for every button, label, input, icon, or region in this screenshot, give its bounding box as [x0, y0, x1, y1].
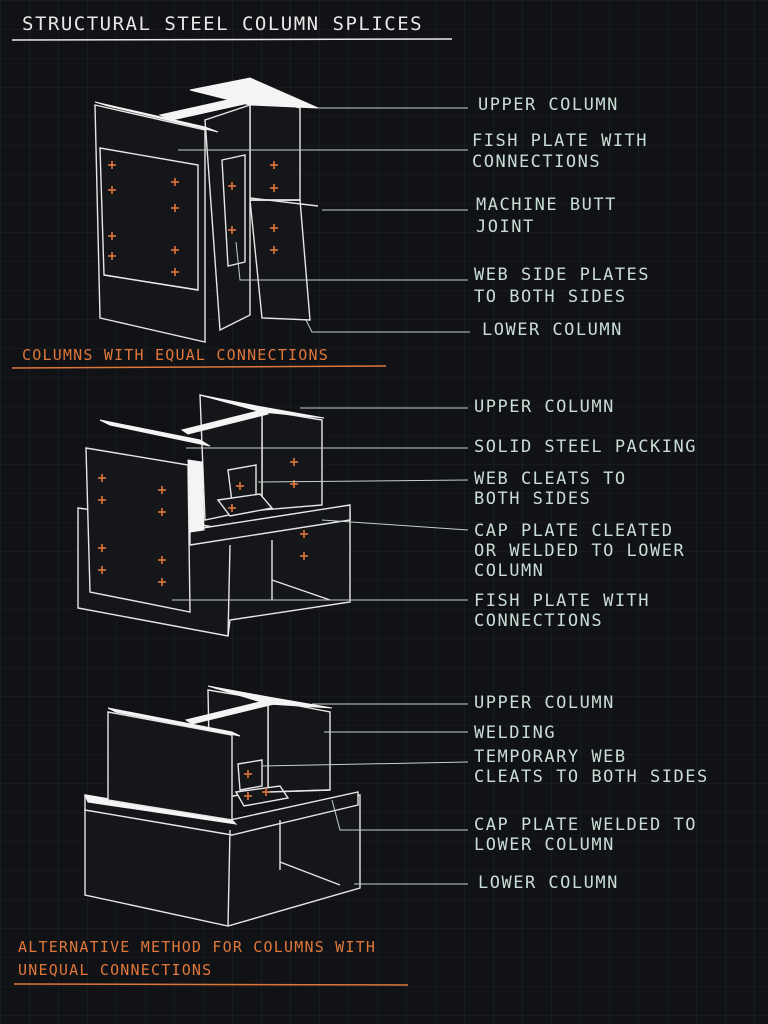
bolt-group	[108, 161, 278, 276]
label-cap-plate-3a: CAP PLATE WELDED TO	[474, 815, 697, 835]
caption-unequal-line-1: ALTERNATIVE METHOD FOR COLUMNS WITH	[18, 938, 376, 956]
label-upper-column-2: UPPER COLUMN	[474, 397, 615, 417]
label-temp-cleats-3a: TEMPORARY WEB	[474, 747, 627, 767]
caption-equal-connections: COLUMNS WITH EQUAL CONNECTIONS	[22, 346, 329, 364]
label-cap-plate-2a: CAP PLATE CLEATED	[474, 521, 674, 541]
label-web-plates-1b: TO BOTH SIDES	[474, 287, 627, 307]
label-cap-plate-2b: OR WELDED TO LOWER	[474, 541, 685, 561]
label-temp-cleats-3b: CLEATS TO BOTH SIDES	[474, 767, 709, 787]
label-upper-column-1: UPPER COLUMN	[478, 95, 619, 115]
label-web-cleats-2b: BOTH SIDES	[474, 489, 591, 509]
page-title: STRUCTURAL STEEL COLUMN SPLICES	[22, 13, 423, 35]
caption-underline-3	[13, 983, 409, 986]
label-fish-plate-1a: FISH PLATE WITH	[472, 131, 648, 151]
label-packing-2: SOLID STEEL PACKING	[474, 437, 697, 457]
label-fish-plate-2b: CONNECTIONS	[474, 611, 603, 631]
caption-underline-1	[11, 365, 387, 369]
leaders-diagram-1	[178, 107, 470, 333]
label-upper-column-3: UPPER COLUMN	[474, 693, 615, 713]
label-fish-plate-1b: CONNECTIONS	[472, 152, 601, 172]
label-cap-plate-2c: COLUMN	[474, 561, 544, 581]
label-butt-joint-1a: MACHINE BUTT	[476, 195, 617, 215]
caption-unequal-line-2: UNEQUAL CONNECTIONS	[18, 961, 212, 979]
leaders-diagram-2	[172, 407, 469, 601]
label-web-plates-1a: WEB SIDE PLATES	[474, 265, 650, 285]
label-butt-joint-1b: JOINT	[476, 217, 535, 237]
label-fish-plate-2a: FISH PLATE WITH	[474, 591, 650, 611]
bolt-group	[244, 770, 270, 800]
diagram-unequal-connections	[84, 685, 361, 927]
label-welding-3: WELDING	[474, 723, 556, 743]
label-web-cleats-2a: WEB CLEATS TO	[474, 469, 627, 489]
leaders-diagram-3	[261, 703, 469, 885]
label-cap-plate-3b: LOWER COLUMN	[474, 835, 615, 855]
title-underline	[11, 38, 453, 41]
label-lower-column-1: LOWER COLUMN	[482, 320, 623, 340]
label-lower-column-3: LOWER COLUMN	[478, 873, 619, 893]
diagram-cap-plate	[77, 394, 351, 637]
bolt-group	[98, 458, 308, 586]
diagram-equal-connections	[94, 77, 319, 343]
